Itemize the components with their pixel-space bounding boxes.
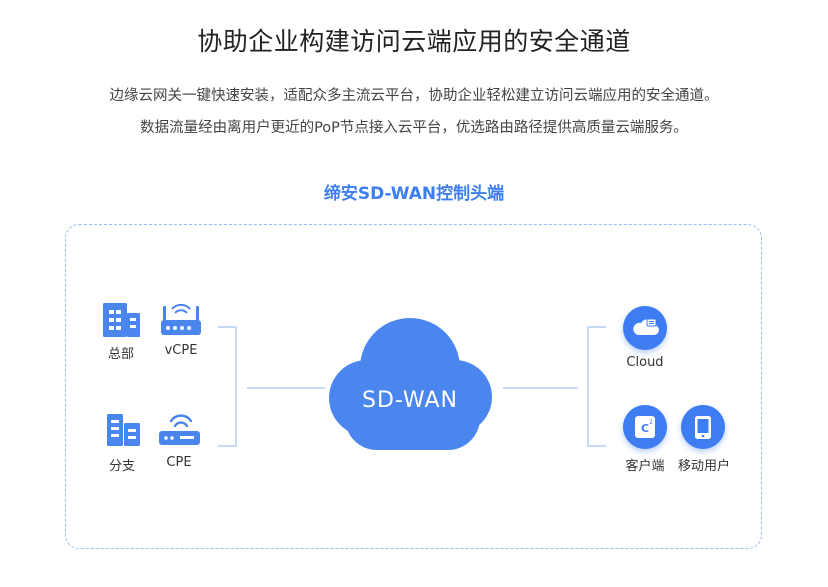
node-label-branch: 分支 <box>108 459 135 474</box>
sdwan-cloud-icon <box>329 318 492 450</box>
wifi-device-icon <box>159 414 200 445</box>
building-icon <box>103 303 140 337</box>
right-bracket-line <box>587 326 606 447</box>
node-label-cpe: CPE <box>166 455 192 470</box>
node-label-client: 客户端 <box>625 459 665 474</box>
branch-building-icon <box>107 414 140 446</box>
node-label-mobile-user: 移动用户 <box>677 459 730 474</box>
sdwan-label: SD-WAN <box>361 388 458 413</box>
page-title: 协助企业构建访问云端应用的安全通道 <box>197 27 631 56</box>
client-icon: C 2 <box>623 405 667 449</box>
node-label-vcpe: vCPE <box>164 343 198 358</box>
diagram-subtitle: 缔安SD-WAN控制头端 <box>323 184 505 204</box>
diagram-frame <box>65 224 762 549</box>
cloud-server-icon <box>623 306 667 350</box>
router-icon <box>161 303 201 335</box>
mobile-icon <box>681 405 725 449</box>
description-line-1: 边缘云网关一键快速安装，适配众多主流云平台，协助企业轻松建立访问云端应用的安全通… <box>109 88 719 104</box>
node-label-hq: 总部 <box>107 347 134 362</box>
svg-text:2: 2 <box>649 419 653 426</box>
svg-text:C: C <box>641 422 649 435</box>
description-line-2: 数据流量经由离用户更近的PoP节点接入云平台，优选路由路径提供高质量云端服务。 <box>140 120 688 136</box>
node-label-cloud: Cloud <box>626 355 664 370</box>
left-bracket-line <box>218 326 237 447</box>
